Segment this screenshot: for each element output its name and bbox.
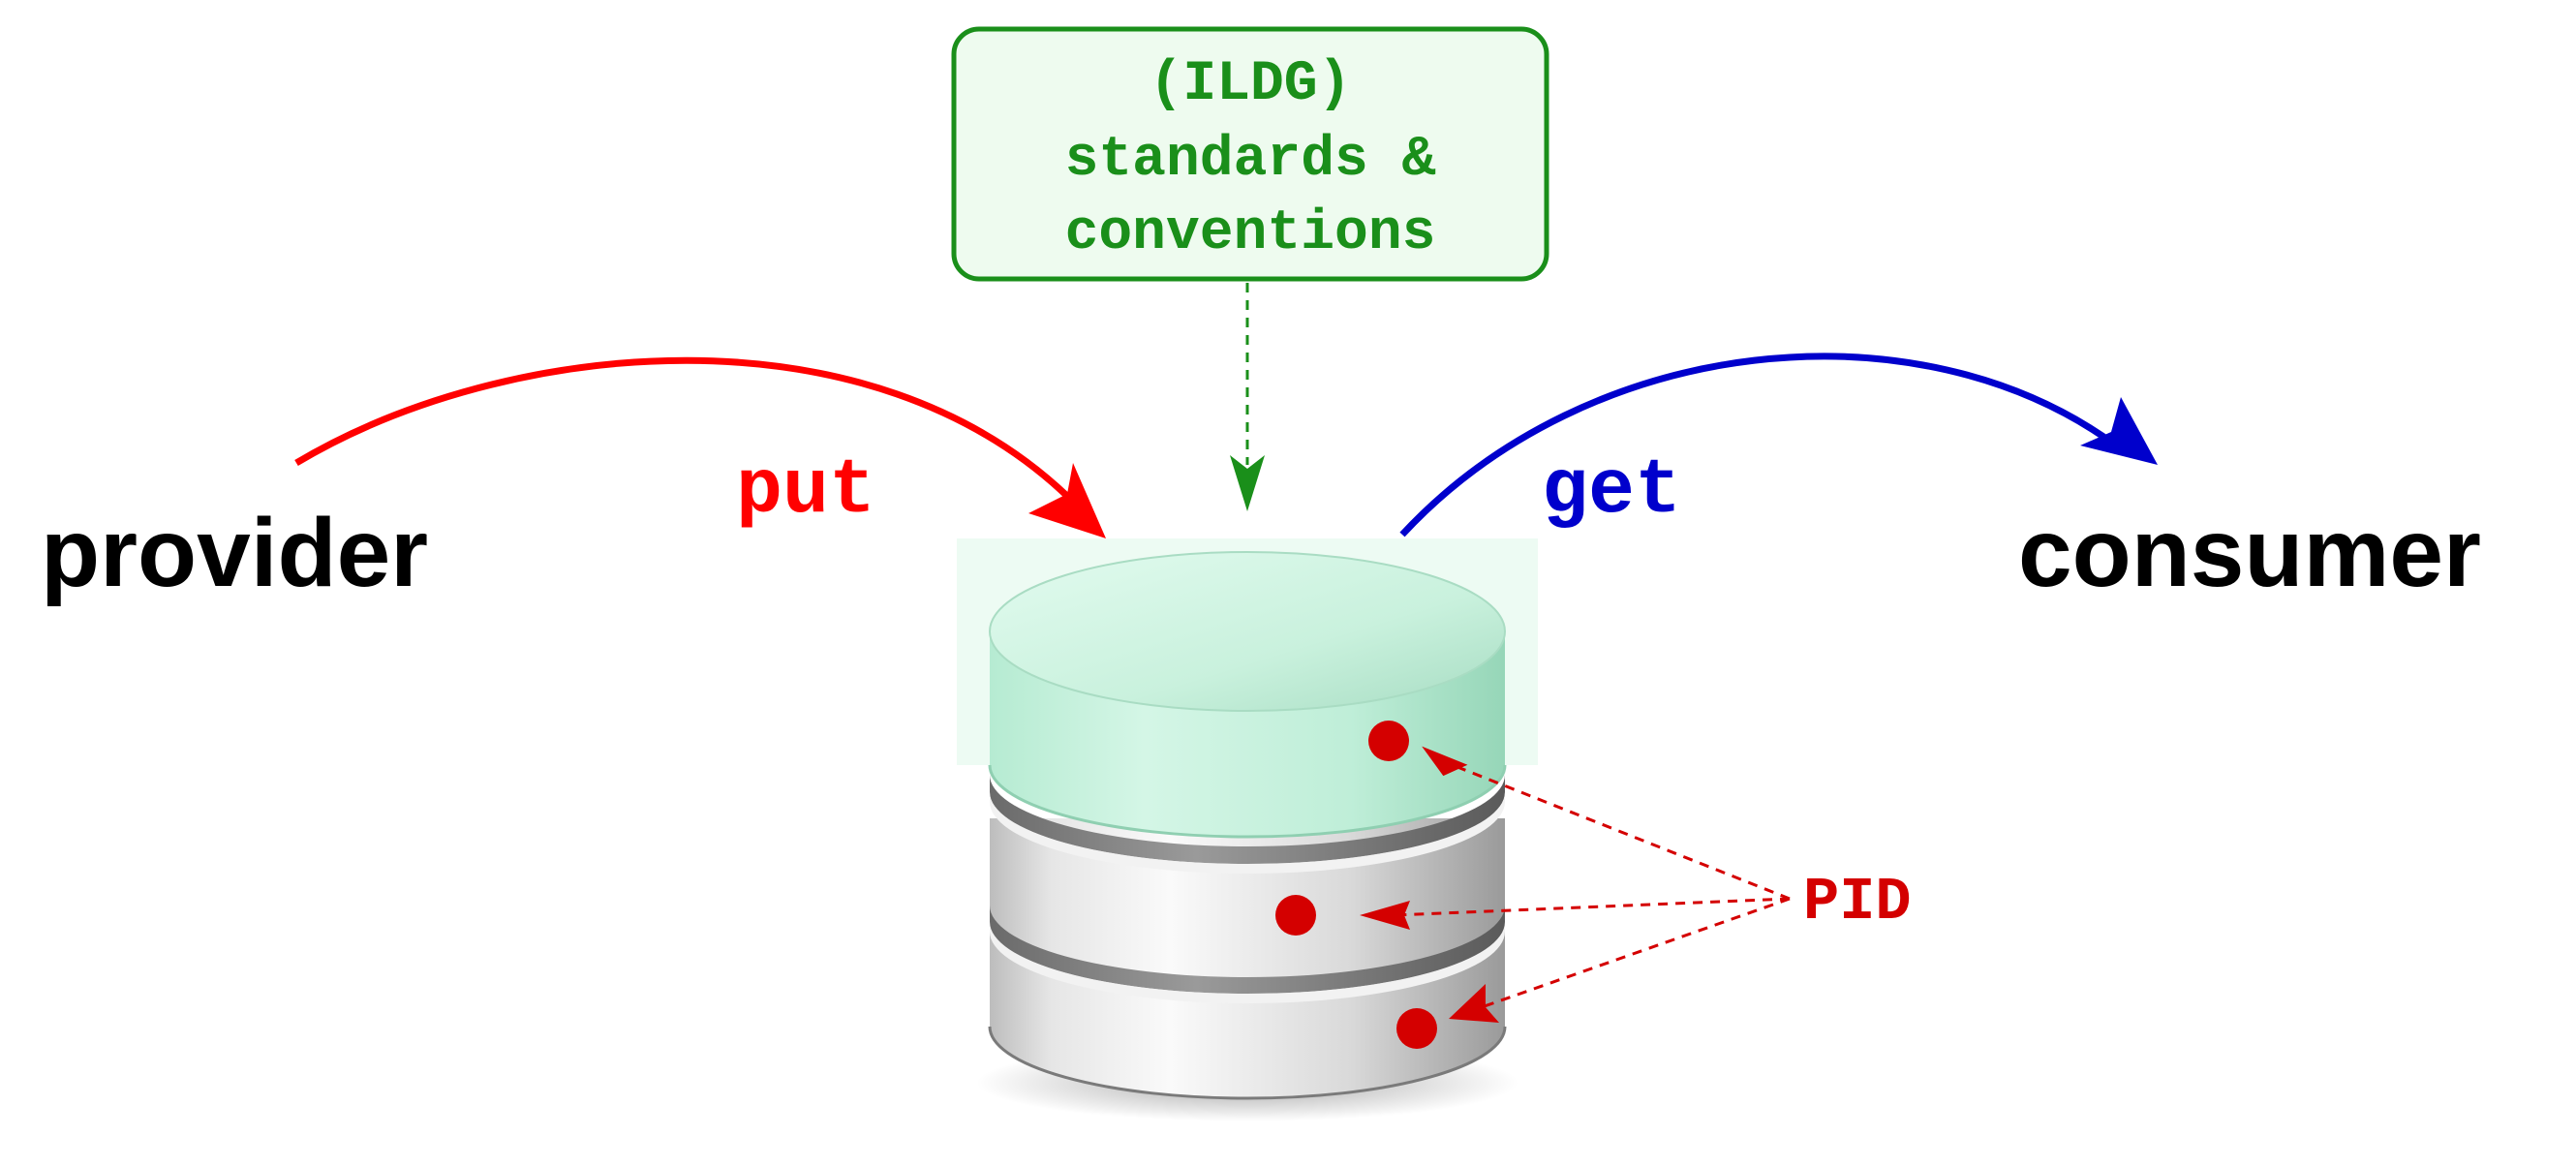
standards-line-2: standards & — [1065, 129, 1436, 192]
pid-dot-top — [1368, 721, 1409, 761]
standards-arrow — [1230, 283, 1265, 511]
put-label: put — [736, 447, 875, 536]
get-arrow — [1399, 353, 2158, 537]
put-arrow — [294, 356, 1106, 538]
pid-markers — [1275, 721, 1437, 1049]
pid-dot-middle — [1275, 895, 1316, 936]
pid-arrows — [1394, 763, 1791, 1009]
pid-label: PID — [1803, 868, 1912, 937]
get-label: get — [1542, 447, 1681, 536]
consumer-label: consumer — [2018, 499, 2481, 607]
standards-line-1: (ILDG) — [1150, 53, 1352, 116]
standards-box: (ILDG) standards & conventions — [951, 26, 1549, 282]
pid-dot-bottom — [1396, 1008, 1437, 1049]
provider-label: provider — [41, 499, 428, 607]
database-icon — [957, 538, 1538, 1121]
pid-arrowheads — [1360, 746, 1499, 1023]
standards-line-3: conventions — [1065, 202, 1436, 265]
